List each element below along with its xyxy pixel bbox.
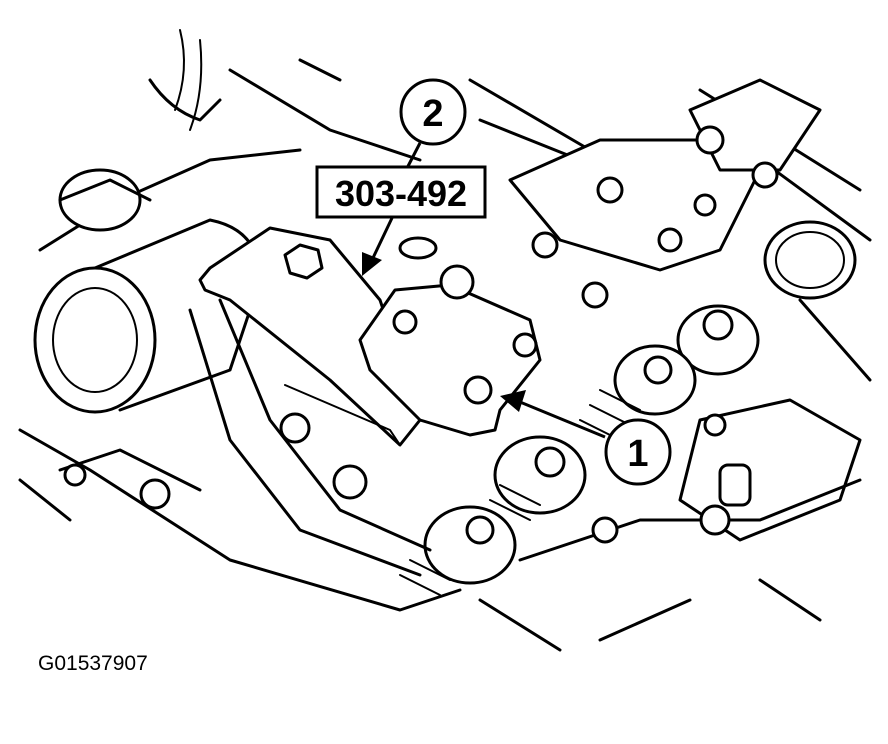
figure-id: G01537907 — [38, 652, 148, 675]
cam-carrier — [508, 78, 822, 309]
tool-label: 303-492 — [335, 173, 467, 214]
valve-springs — [399, 220, 857, 596]
tool-arrow — [362, 217, 394, 276]
special-tool-303-492 — [198, 226, 542, 447]
callout-1: 1 — [500, 390, 672, 486]
callout-2: 2 — [399, 78, 467, 173]
cylinder-head-left — [63, 298, 432, 577]
cylinder-head-right — [591, 398, 862, 544]
callout-2-number: 2 — [422, 93, 443, 135]
tool-label-box: 303-492 — [315, 165, 487, 219]
callout-1-number: 1 — [627, 433, 648, 475]
